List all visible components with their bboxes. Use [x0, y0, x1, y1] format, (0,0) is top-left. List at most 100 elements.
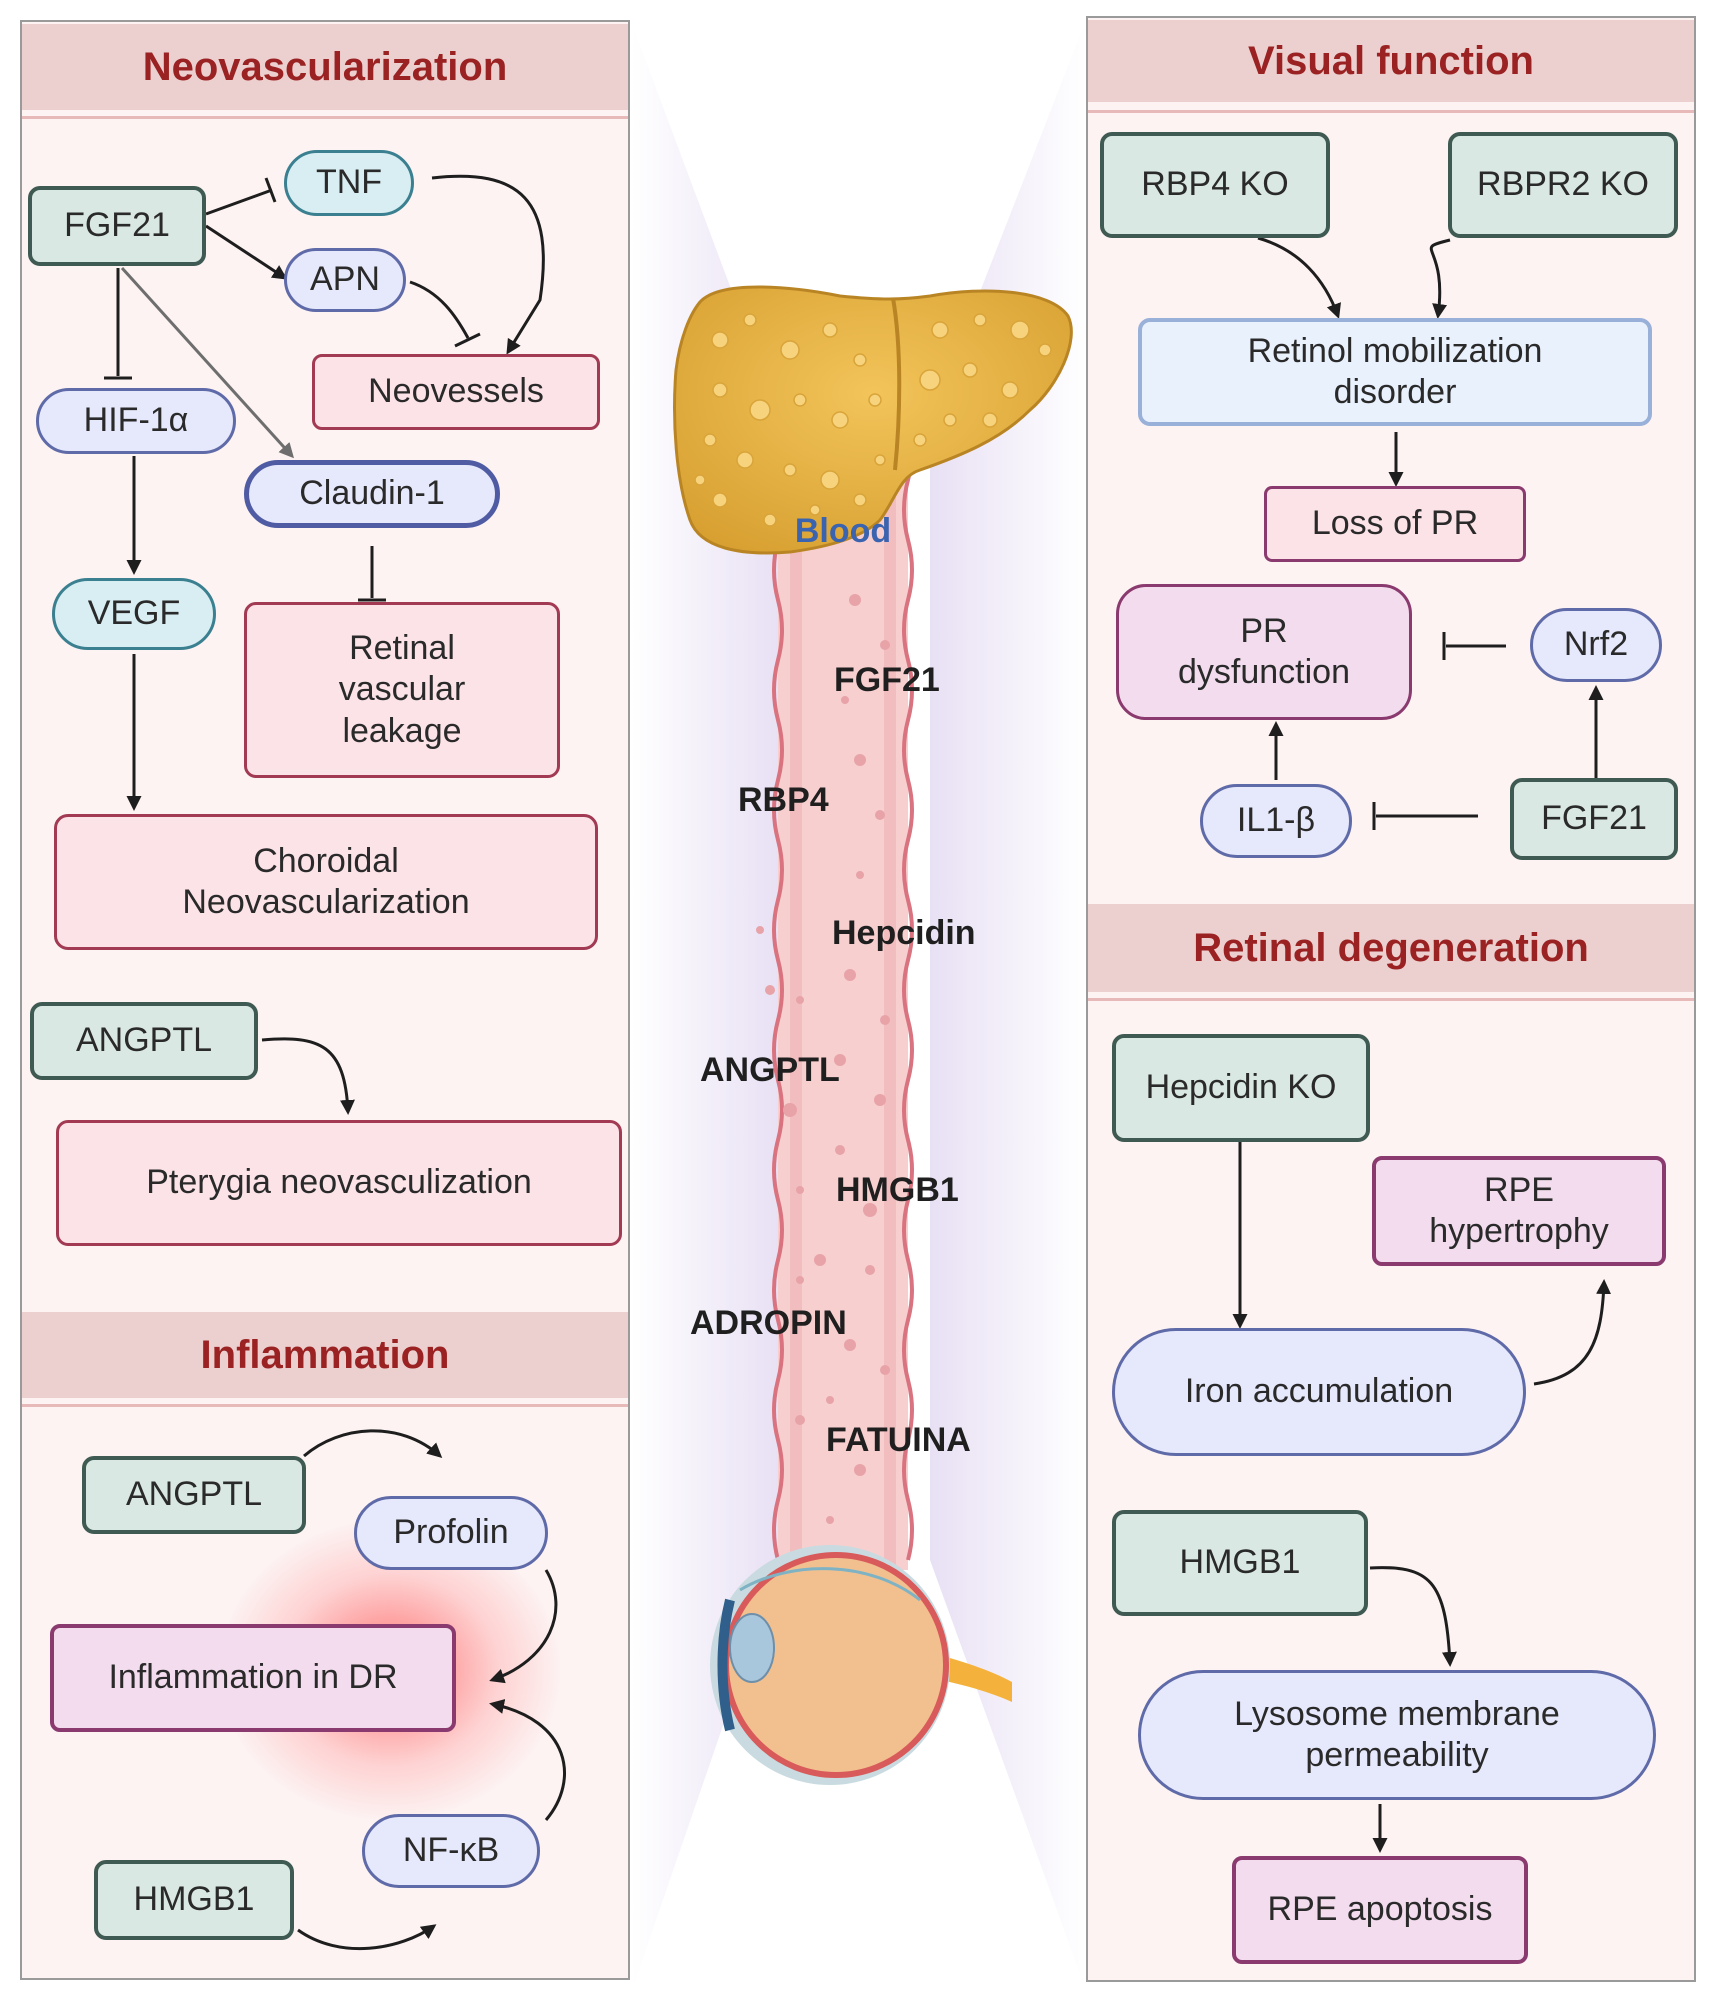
fat-droplet — [853, 353, 867, 367]
neovascularization-title: Neovascularization — [142, 44, 508, 89]
fat-droplet — [763, 513, 777, 527]
blood-cell — [796, 996, 804, 1004]
tnf-to-neovessels — [431, 174, 545, 355]
blood-cell — [880, 1015, 890, 1025]
inflammation-title: Inflammation — [200, 1332, 450, 1377]
fat-droplet — [973, 313, 987, 327]
liver — [673, 285, 1073, 555]
lysosome-node: Lysosome membrane permeability — [1138, 1670, 1656, 1800]
il1b-node: IL1-β — [1200, 784, 1352, 858]
retinal-hmgb1-node: HMGB1 — [1112, 1510, 1368, 1616]
fat-droplet — [962, 362, 978, 378]
blood-cell — [849, 594, 861, 606]
fat-droplet — [711, 331, 729, 349]
blood-cells — [756, 594, 890, 1524]
hmgb1-to-nfkb — [297, 1924, 437, 1951]
blood-cell — [783, 1103, 797, 1117]
fgf21-to-apn — [205, 224, 288, 280]
blood-cell — [756, 926, 764, 934]
angptl-node: ANGPTL — [30, 1002, 258, 1080]
visual-function-header: Visual function — [1088, 20, 1694, 102]
blood-cell — [863, 1203, 877, 1217]
header-divider — [22, 1404, 628, 1407]
blood-cell — [765, 985, 775, 995]
fat-droplet — [1010, 320, 1030, 340]
blood-label-rbp4: RBP4 — [738, 781, 829, 819]
blood-cell — [795, 1415, 805, 1425]
blood-cell — [844, 1339, 856, 1351]
apn-inhibits-neovessels — [409, 280, 470, 339]
fgf21-node: FGF21 — [28, 186, 206, 266]
fat-droplet — [736, 451, 754, 469]
angptl-to-pterygia — [261, 1037, 355, 1115]
losspr-node: Loss of PR — [1264, 486, 1526, 562]
fat-droplet — [743, 313, 757, 327]
claudin1-node: Claudin-1 — [244, 460, 500, 528]
fat-droplet — [749, 399, 771, 421]
rpe-hypertrophy-node: RPE hypertrophy — [1372, 1156, 1666, 1266]
retinal-degeneration-title: Retinal degeneration — [1193, 925, 1589, 970]
blood-cell — [826, 1396, 834, 1404]
fat-droplet — [831, 411, 849, 429]
iron-node: Iron accumulation — [1112, 1328, 1526, 1456]
blood-cell — [874, 1094, 886, 1106]
blood-cell — [844, 969, 856, 981]
vessel-wall-left — [772, 419, 784, 1561]
inflammation-angptl-node: ANGPTL — [82, 1456, 306, 1534]
fat-droplet — [694, 474, 706, 486]
fat-droplet — [874, 454, 886, 466]
fat-droplet — [820, 470, 840, 490]
header-divider — [22, 116, 628, 119]
fat-droplet — [868, 393, 882, 407]
retinal-degeneration-header: Retinal degeneration — [1088, 904, 1694, 992]
nrf2-node: Nrf2 — [1530, 608, 1662, 682]
blood-cell — [835, 1145, 845, 1155]
nfkb-node: NF-κB — [362, 1814, 540, 1888]
rbpr2ko-node: RBPR2 KO — [1448, 132, 1678, 238]
fat-droplet — [913, 433, 927, 447]
funnel-right — [930, 20, 1086, 1990]
inhibit-bar — [264, 177, 277, 203]
inflammation-header: Inflammation — [22, 1312, 628, 1398]
blood-cell — [841, 696, 849, 704]
iron-to-rpehypertrophy — [1533, 1279, 1612, 1386]
fgf21-inhibits-tnf — [205, 188, 273, 216]
blood-label-fatuina: FATUINA — [826, 1421, 971, 1459]
blood-cell — [796, 1276, 804, 1284]
choroidal-node: Choroidal Neovascularization — [54, 814, 598, 950]
fgf21-to-claudin1 — [120, 266, 295, 459]
blood-label: Blood — [795, 512, 891, 550]
blood-cell — [875, 810, 885, 820]
fat-droplet — [712, 492, 728, 508]
eye — [710, 1545, 1012, 1785]
blood-label-angptl: ANGPTL — [700, 1051, 840, 1089]
profolin-to-inflammation — [489, 1569, 558, 1684]
blood-cell — [865, 1265, 875, 1275]
pterygia-node: Pterygia neovasculization — [56, 1120, 622, 1246]
fat-droplet — [1038, 343, 1052, 357]
angptl-to-profolin — [303, 1429, 443, 1459]
fat-droplet — [943, 413, 957, 427]
blood-label-adropin: ADROPIN — [690, 1304, 847, 1342]
hmgb1-to-lysosome — [1369, 1566, 1457, 1667]
blood-label-hmgb1: HMGB1 — [836, 1171, 959, 1209]
neovessels-node: Neovessels — [312, 354, 600, 430]
blood-cell — [796, 1186, 804, 1194]
retinol-node: Retinol mobilization disorder — [1138, 318, 1652, 426]
hepcidinko-node: Hepcidin KO — [1112, 1034, 1370, 1142]
fat-droplet — [919, 369, 941, 391]
rpe-apoptosis-node: RPE apoptosis — [1232, 1856, 1528, 1964]
fat-droplet — [809, 504, 821, 516]
blood-cell — [826, 1516, 834, 1524]
rbpr2ko-to-retinol — [1429, 238, 1451, 319]
rbp4ko-node: RBP4 KO — [1100, 132, 1330, 238]
blood-label-hepcidin: Hepcidin — [832, 914, 976, 952]
vegf-node: VEGF — [52, 578, 216, 650]
blood-cell — [854, 1464, 866, 1476]
inhibit-bar — [454, 332, 481, 348]
blood-cell — [880, 1365, 890, 1375]
blood-cell — [856, 871, 864, 879]
blood-label-fgf21: FGF21 — [834, 661, 940, 699]
